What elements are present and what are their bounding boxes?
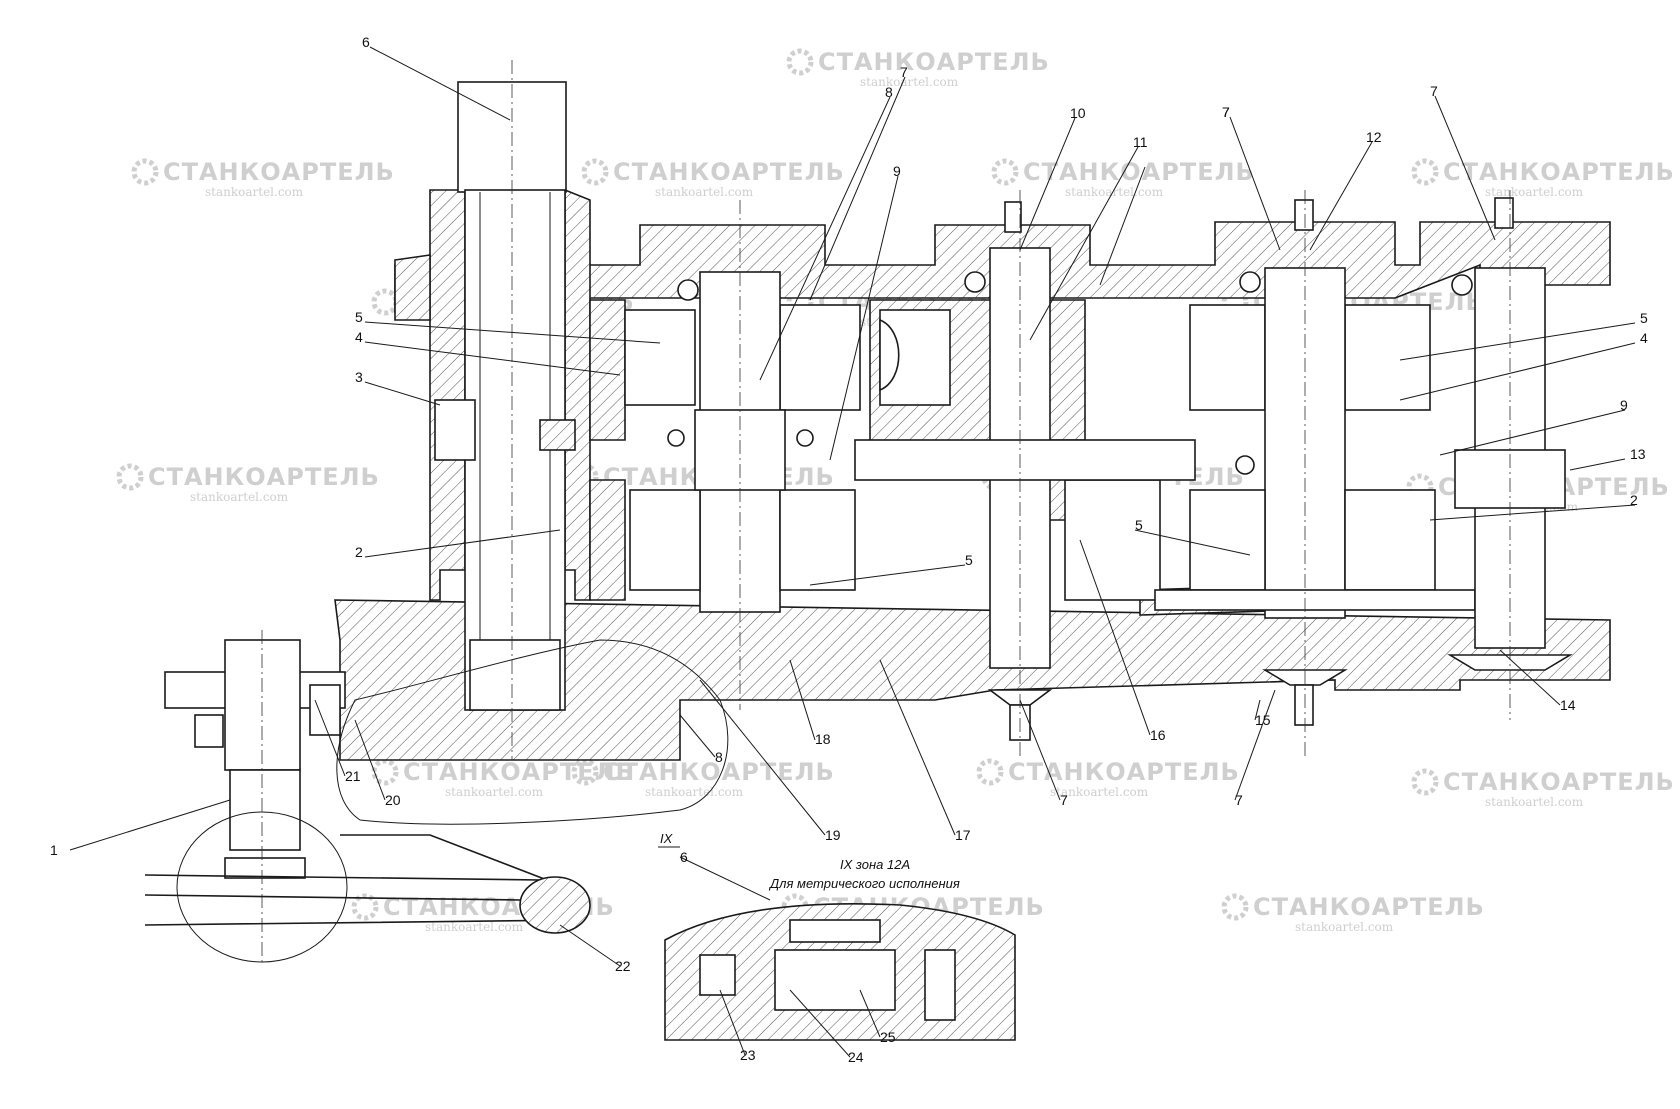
vertical-column-shaft: [434, 60, 576, 760]
callout-label: 10: [1070, 105, 1086, 121]
detail-note: IX IX зона 12А Для метрического исполнен…: [658, 831, 960, 891]
callout-label: 5: [355, 309, 363, 325]
callout-label: 3: [355, 369, 363, 385]
svg-text:СТАНКОАРТЕЛЬ: СТАНКОАРТЕЛЬ: [1443, 158, 1675, 186]
left-boss-assembly: [164, 630, 348, 965]
svg-text:stankoartel.com: stankoartel.com: [860, 75, 959, 89]
svg-text:СТАНКОАРТЕЛЬ: СТАНКОАРТЕЛЬ: [818, 48, 1050, 76]
svg-text:stankoartel.com: stankoartel.com: [205, 185, 304, 199]
callout-label: 7: [1060, 792, 1068, 808]
zone-label: IX зона 12А: [840, 857, 910, 872]
callout-label: 4: [355, 329, 363, 345]
callout-label: 9: [1620, 397, 1628, 413]
callout-label: 7: [1235, 792, 1243, 808]
callout-label: 7: [1222, 104, 1230, 120]
callout-label: 2: [1630, 492, 1638, 508]
svg-text:stankoartel.com: stankoartel.com: [655, 185, 754, 199]
detail-boundary: [336, 639, 729, 825]
svg-text:СТАНКОАРТЕЛЬ: СТАНКОАРТЕЛЬ: [148, 463, 380, 491]
callout-label: 5: [1640, 310, 1648, 326]
callout-label: 8: [715, 749, 723, 765]
svg-text:СТАНКОАРТЕЛЬ: СТАНКОАРТЕЛЬ: [1023, 158, 1255, 186]
callout-label: 13: [1630, 446, 1646, 462]
callout-label: 4: [1640, 330, 1648, 346]
callout-label: 7: [1430, 83, 1438, 99]
gear-cluster-right: [1154, 190, 1476, 760]
svg-text:stankoartel.com: stankoartel.com: [425, 920, 524, 934]
callout-label: 2: [355, 544, 363, 560]
callout-label: 21: [345, 768, 361, 784]
callout-label: 23: [740, 1047, 756, 1063]
svg-text:СТАНКОАРТЕЛЬ: СТАНКОАРТЕЛЬ: [613, 158, 845, 186]
callout-label: 6: [362, 34, 370, 50]
callout-label: 8: [885, 84, 893, 100]
callout-label: 20: [385, 792, 401, 808]
svg-text:stankoartel.com: stankoartel.com: [190, 490, 289, 504]
callout-label: 16: [1150, 727, 1166, 743]
callout-label: 22: [615, 958, 631, 974]
callout-label: 25: [880, 1029, 896, 1045]
gear-cluster-center: [854, 190, 1196, 760]
svg-text:stankoartel.com: stankoartel.com: [1050, 785, 1149, 799]
callout-label: 6: [680, 849, 688, 865]
callout-label: 15: [1255, 712, 1271, 728]
svg-text:stankoartel.com: stankoartel.com: [1485, 795, 1584, 809]
callout-label: 5: [965, 552, 973, 568]
svg-text:СТАНКОАРТЕЛЬ: СТАНКОАРТЕЛЬ: [403, 758, 635, 786]
callout-label: 11: [1133, 134, 1148, 150]
svg-text:СТАНКОАРТЕЛЬ: СТАНКОАРТЕЛЬ: [1008, 758, 1240, 786]
svg-text:stankoartel.com: stankoartel.com: [445, 785, 544, 799]
callout-label: 7: [900, 64, 908, 80]
svg-text:СТАНКОАРТЕЛЬ: СТАНКОАРТЕЛЬ: [1253, 893, 1485, 921]
callout-label: 14: [1560, 697, 1576, 713]
note-caption: Для метрического исполнения: [768, 876, 960, 891]
callout-label: 12: [1366, 129, 1382, 145]
callout-labels: 6789101177127543549132552161514181719202…: [50, 34, 1648, 1065]
svg-text:stankoartel.com: stankoartel.com: [1295, 920, 1394, 934]
leader-lines: [69, 46, 1636, 1058]
svg-text:stankoartel.com: stankoartel.com: [1485, 185, 1584, 199]
detail-ix-section: [664, 903, 1016, 1041]
svg-text:СТАНКОАРТЕЛЬ: СТАНКОАРТЕЛЬ: [603, 758, 835, 786]
callout-label: 17: [955, 827, 971, 843]
lever: [144, 834, 591, 934]
svg-text:СТАНКОАРТЕЛЬ: СТАНКОАРТЕЛЬ: [163, 158, 395, 186]
callout-label: 5: [1135, 517, 1143, 533]
callout-label: 18: [815, 731, 831, 747]
callout-label: 1: [50, 842, 58, 858]
svg-text:stankoartel.com: stankoartel.com: [645, 785, 744, 799]
callout-label: 9: [893, 163, 901, 179]
svg-text:СТАНКОАРТЕЛЬ: СТАНКОАРТЕЛЬ: [1443, 768, 1675, 796]
view-label-ix: IX: [660, 831, 674, 846]
svg-text:stankoartel.com: stankoartel.com: [1065, 185, 1164, 199]
shaft-far-right: [1447, 190, 1573, 720]
callout-label: 19: [825, 827, 841, 843]
callout-label: 24: [848, 1049, 864, 1065]
callout-label: 7: [1222, 104, 1230, 120]
